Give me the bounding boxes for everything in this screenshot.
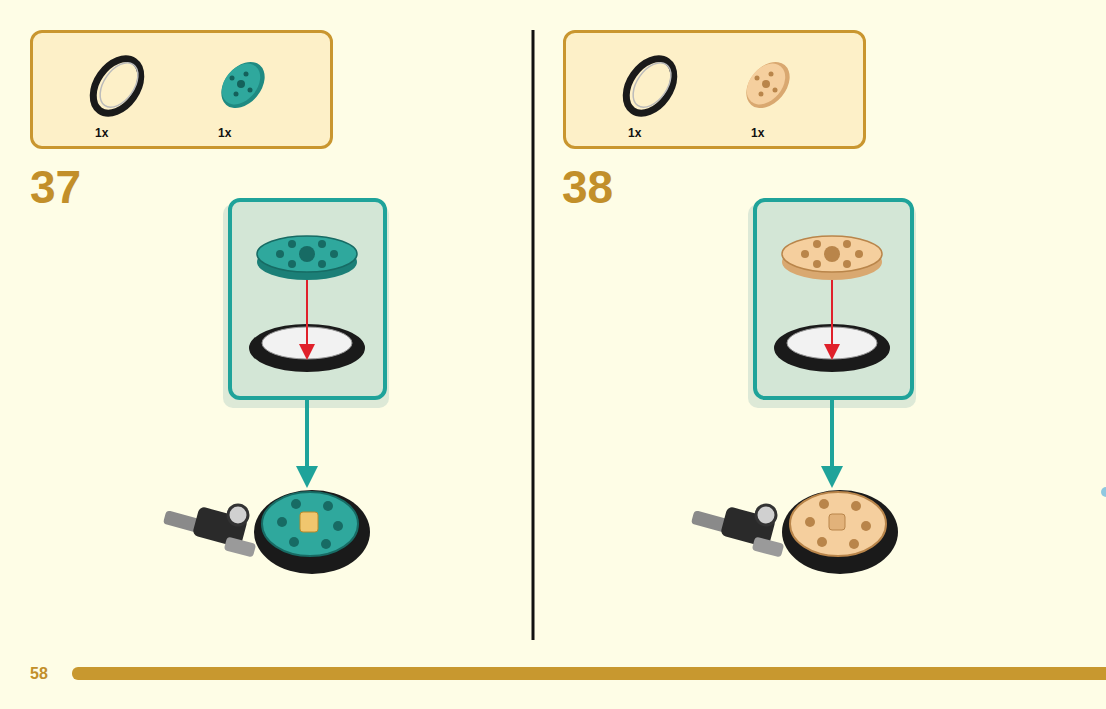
part-quantity: 1x: [95, 126, 108, 140]
assembly-37: [163, 490, 370, 574]
footer-bar: [72, 667, 1106, 680]
callout-38: [748, 200, 916, 408]
parts-box-fill: [31, 31, 332, 148]
part-quantity: 1x: [628, 126, 641, 140]
parts-box: 1x 1x: [563, 30, 866, 149]
hub-icon: [212, 54, 273, 117]
page-number: 58: [30, 665, 48, 683]
assembly-38: [691, 490, 898, 574]
part-quantity: 1x: [751, 126, 764, 140]
parts-box: 1x 1x: [30, 30, 333, 149]
step-number: 37: [30, 160, 81, 214]
step-number: 38: [562, 160, 613, 214]
edge-mark: [1101, 487, 1106, 497]
hub-icon: [737, 54, 798, 117]
callout-37: [223, 200, 389, 408]
part-quantity: 1x: [218, 126, 231, 140]
parts-box-fill: [564, 31, 865, 148]
divider: [532, 30, 535, 640]
tire-icon: [83, 50, 150, 122]
tire-icon: [616, 50, 683, 122]
